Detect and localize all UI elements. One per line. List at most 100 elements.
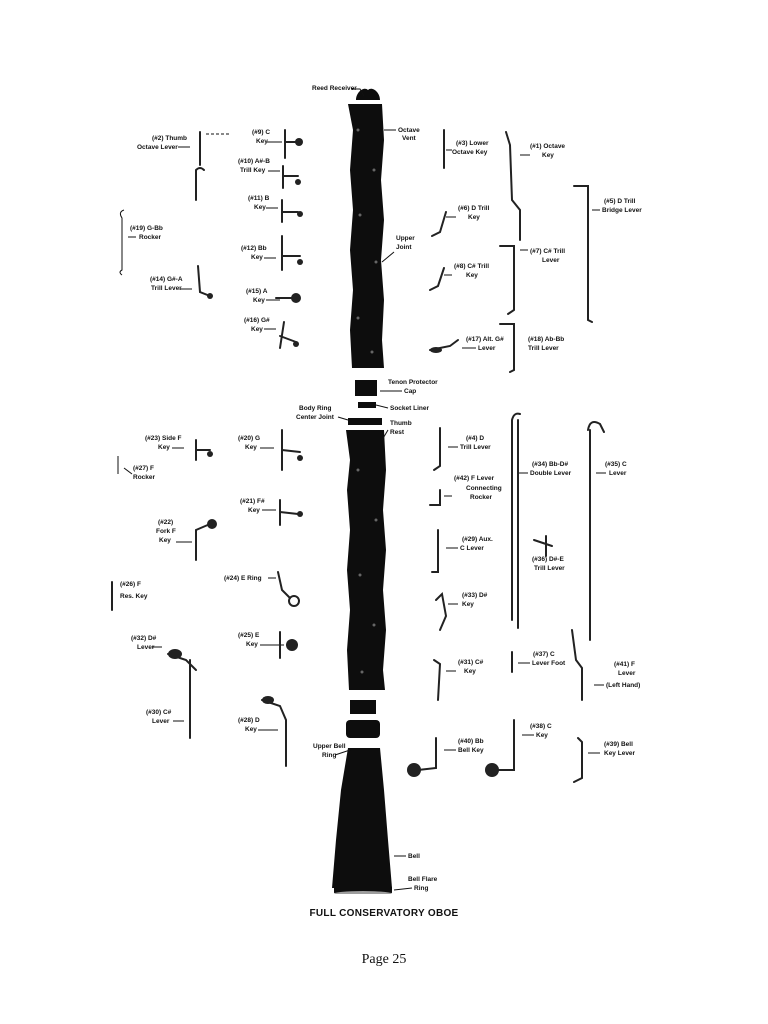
bb-key-part bbox=[281, 235, 301, 271]
label-k4-2: Trill Lever bbox=[460, 444, 491, 451]
label-k35-1: (#35) C bbox=[605, 461, 627, 468]
label-bell-flare-ring-1: Bell Flare bbox=[408, 876, 438, 883]
g-bb-rocker-part bbox=[119, 209, 125, 276]
label-k33-2: Key bbox=[462, 601, 474, 608]
label-k11-1: (#11) B bbox=[248, 195, 270, 202]
label-k3-1: (#3) Lower bbox=[456, 140, 489, 147]
label-k10-1: (#10) A#-B bbox=[238, 158, 270, 165]
label-upper-bell-ring-2: Ring bbox=[322, 752, 336, 759]
label-tenon-cap-1: Tenon Protector bbox=[388, 379, 438, 386]
label-k5-1: (#5) D Trill bbox=[604, 198, 636, 205]
label-k12-1: (#12) Bb bbox=[241, 245, 267, 252]
label-octave-vent-1: Octave bbox=[398, 127, 420, 134]
label-k8-1: (#8) C# Trill bbox=[454, 263, 489, 270]
label-k30-1: (#30) C# bbox=[146, 709, 172, 716]
label-k9-2: Key bbox=[256, 138, 268, 145]
fork-f-key-part bbox=[195, 523, 211, 561]
label-k39-2: Key Lever bbox=[604, 750, 636, 757]
label-k32-2: Lever bbox=[137, 644, 155, 651]
label-k12-2: Key bbox=[251, 254, 263, 261]
label-upper-joint-1: Upper bbox=[396, 235, 415, 242]
label-k25-1: (#25) E bbox=[238, 632, 260, 639]
label-k22-1: (#22) bbox=[158, 519, 173, 526]
label-bell-flare-ring-2: Ring bbox=[414, 885, 428, 892]
g-sharp-key-part bbox=[279, 321, 297, 349]
label-k4-1: (#4) D bbox=[466, 435, 484, 442]
d-trill-lever-part bbox=[433, 427, 441, 471]
body-part-labels: Reed Receiver Octave Vent Upper Joint Te… bbox=[296, 85, 438, 892]
label-k30-2: Lever bbox=[152, 718, 170, 725]
c-key-lower-part bbox=[495, 719, 515, 771]
label-k2-1: (#2) Thumb bbox=[152, 135, 187, 142]
label-k15-1: (#15) A bbox=[246, 288, 268, 295]
right-lower-keys: (#4) D Trill Lever (#34) Bb-D# Double Le… bbox=[407, 412, 640, 783]
label-k14-2: Trill Lever bbox=[151, 285, 182, 292]
label-k41-1: (#41) F bbox=[614, 661, 635, 668]
label-k20-2: Key bbox=[245, 444, 257, 451]
left-upper-keys: (#2) Thumb Octave Lever (#9) C Key (#10)… bbox=[119, 129, 303, 349]
label-socket-liner: Socket Liner bbox=[390, 405, 429, 412]
side-f-key-part bbox=[195, 439, 211, 461]
label-tenon-cap-2: Cap bbox=[404, 388, 416, 395]
label-thumb-rest-2: Rest bbox=[390, 429, 405, 436]
octave-key-part bbox=[505, 131, 521, 241]
label-k16-2: Key bbox=[251, 326, 263, 333]
socket-liner-part bbox=[358, 402, 376, 408]
a-b-trill-key-part bbox=[282, 165, 299, 189]
b-key-part bbox=[281, 199, 299, 223]
label-k41-3: (Left Hand) bbox=[606, 682, 640, 689]
label-k26-2: Res. Key bbox=[120, 593, 148, 600]
bb-d-sharp-double-lever-part bbox=[511, 412, 521, 629]
d-trill-key-part bbox=[431, 211, 447, 237]
g-key-part bbox=[281, 429, 301, 471]
label-k24-1: (#24) E Ring bbox=[224, 575, 262, 582]
label-k18-2: Trill Lever bbox=[528, 345, 559, 352]
label-k42-3: Rocker bbox=[470, 494, 493, 501]
label-k40-2: Bell Key bbox=[458, 747, 484, 754]
d-key-part bbox=[261, 699, 287, 767]
f-lever-left-hand-part bbox=[571, 629, 583, 701]
label-k3-2: Octave Key bbox=[452, 149, 488, 156]
d-sharp-key-part bbox=[435, 591, 448, 631]
label-k15-2: Key bbox=[253, 297, 265, 304]
label-k14-1: (#14) G#-A bbox=[150, 276, 183, 283]
label-k22-2: Fork F bbox=[156, 528, 176, 535]
label-k36-2: Trill Lever bbox=[534, 565, 565, 572]
label-k10-2: Trill Key bbox=[240, 167, 266, 174]
label-k42-2: Connecting bbox=[466, 485, 502, 492]
left-lower-keys: (#23) Side F Key (#27) F Rocker (#20) G … bbox=[111, 429, 303, 767]
label-k40-1: (#40) Bb bbox=[458, 738, 484, 745]
label-k38-1: (#38) C bbox=[530, 723, 552, 730]
reed-receiver-part bbox=[356, 88, 380, 100]
bb-bell-key-part bbox=[417, 737, 437, 771]
label-k11-2: Key bbox=[254, 204, 266, 211]
label-reed-receiver: Reed Receiver bbox=[312, 85, 357, 92]
label-k6-1: (#6) D Trill bbox=[458, 205, 490, 212]
label-k21-2: Key bbox=[248, 507, 260, 514]
right-upper-keys: (#3) Lower Octave Key (#1) Octave Key (#… bbox=[429, 129, 642, 373]
c-sharp-trill-key-part bbox=[429, 267, 445, 291]
bell-part bbox=[332, 748, 392, 888]
g-a-trill-lever-part bbox=[197, 265, 211, 297]
label-k7-1: (#7) C# Trill bbox=[530, 248, 565, 255]
label-k35-2: Lever bbox=[609, 470, 627, 477]
label-k20-1: (#20) G bbox=[238, 435, 260, 442]
label-k37-2: Lever Foot bbox=[532, 660, 566, 667]
label-k9-1: (#9) C bbox=[252, 129, 270, 136]
label-k28-1: (#28) D bbox=[238, 717, 260, 724]
label-k31-1: (#31) C# bbox=[458, 659, 484, 666]
aux-c-lever-part bbox=[431, 529, 439, 573]
label-k26-1: (#26) F bbox=[120, 581, 141, 588]
oboe-body bbox=[332, 88, 393, 897]
upper-joint-part bbox=[348, 104, 384, 368]
label-k29-1: (#29) Aux. bbox=[462, 536, 493, 543]
label-upper-bell-ring-1: Upper Bell bbox=[313, 743, 346, 750]
label-thumb-rest-1: Thumb bbox=[390, 420, 412, 427]
label-k36-1: (#36) D#-E bbox=[532, 556, 564, 563]
label-k8-2: Key bbox=[466, 272, 478, 279]
label-k34-1: (#34) Bb-D# bbox=[532, 461, 569, 468]
label-k19-2: Rocker bbox=[139, 234, 162, 241]
label-k38-2: Key bbox=[536, 732, 548, 739]
label-k1-1: (#1) Octave bbox=[530, 143, 565, 150]
label-k2-2: Octave Lever bbox=[137, 144, 178, 151]
